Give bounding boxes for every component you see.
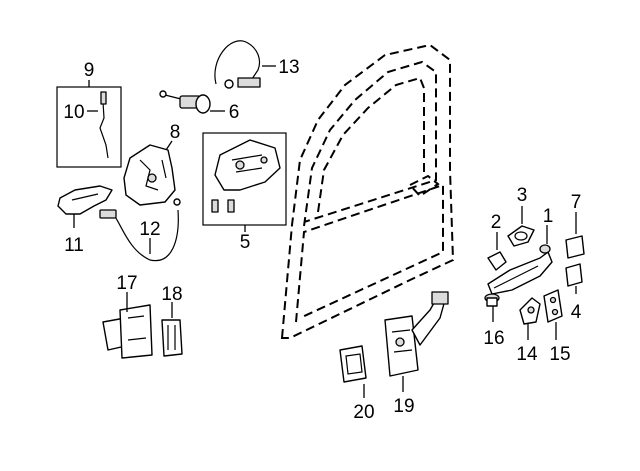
hinge-plate [161, 302, 183, 357]
callout-8: 8 [170, 122, 181, 143]
callout-16: 16 [483, 328, 504, 349]
lock-cylinder [159, 90, 225, 114]
door-latch-housing [123, 140, 176, 206]
handle-end-cap [487, 232, 507, 271]
handle-bezel [507, 206, 535, 247]
handle-pad-upper [565, 212, 585, 259]
callout-15: 15 [549, 344, 570, 365]
callout-7: 7 [571, 192, 582, 213]
callout-13: 13 [278, 57, 299, 78]
check-bracket [339, 345, 367, 398]
rod-assembly-group [56, 80, 122, 168]
callout-12: 12 [139, 219, 160, 240]
door-check [384, 291, 449, 392]
cable-end-fitting [237, 77, 261, 88]
actuator-bolt-left [211, 199, 219, 213]
handle-bracket [519, 297, 541, 340]
inner-handle-cable [99, 198, 181, 262]
door-shell-outline [280, 43, 455, 339]
callout-3: 3 [517, 185, 528, 206]
callout-2: 2 [491, 212, 502, 233]
actuator-bolt-right [227, 199, 235, 213]
check-arm-stop [431, 291, 449, 305]
rod-clip [100, 91, 107, 105]
callout-5: 5 [240, 232, 251, 253]
callout-11: 11 [64, 235, 84, 256]
callout-6: 6 [229, 102, 240, 123]
lock-cable [214, 40, 276, 89]
handle-pad-lower [565, 263, 583, 294]
door-hinge [102, 292, 153, 359]
handle-grommet [484, 293, 500, 322]
lock-actuator-group [202, 132, 287, 232]
inner-handle [57, 185, 113, 228]
callout-9: 9 [84, 60, 95, 81]
callout-4: 4 [571, 302, 582, 323]
callout-17: 17 [116, 273, 137, 294]
callout-20: 20 [353, 402, 374, 423]
rod-kit-frame [56, 86, 122, 168]
callout-14: 14 [516, 344, 538, 365]
callout-18: 18 [161, 284, 182, 305]
handle-plate [543, 289, 563, 340]
callout-10: 10 [63, 102, 84, 123]
callout-19: 19 [393, 396, 414, 417]
outside-handle [487, 225, 553, 295]
callout-1: 1 [543, 206, 554, 227]
